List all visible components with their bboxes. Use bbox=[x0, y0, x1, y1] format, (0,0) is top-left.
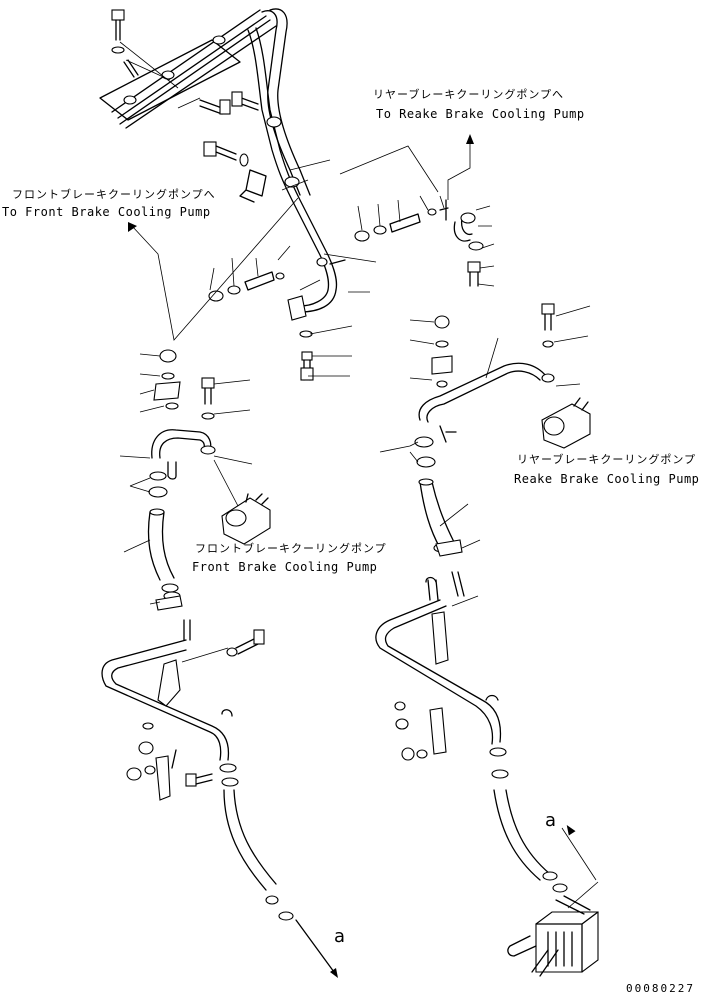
rear-pump-en-label-top: To Reake Brake Cooling Pump bbox=[376, 107, 585, 121]
rear-lower-frame bbox=[375, 571, 599, 977]
rear-pump-fitting-cluster bbox=[354, 199, 484, 287]
front-pump-jp-label-top: フロントブレーキクーリングポンプへ bbox=[12, 188, 216, 201]
front-pump-en-label: Front Brake Cooling Pump bbox=[192, 560, 378, 574]
rear-pump-jp-label-top: リヤーブレーキクーリングポンプへ bbox=[373, 88, 565, 101]
leader-lines bbox=[119, 41, 495, 377]
front-pump-line bbox=[119, 349, 271, 611]
front-pump-en-label-top: To Front Brake Cooling Pump bbox=[2, 205, 211, 219]
reference-a-right: a bbox=[545, 810, 557, 831]
rear-pump-jp-label: リヤーブレーキクーリングポンプ bbox=[517, 453, 697, 466]
drawing-number: 00080227 bbox=[626, 982, 695, 995]
front-pump-jp-label: フロントブレーキクーリングポンプ bbox=[195, 542, 387, 555]
rear-pump-line bbox=[379, 303, 591, 557]
rear-pump-en-label: Reake Brake Cooling Pump bbox=[514, 472, 700, 486]
front-lower-frame bbox=[101, 619, 338, 978]
top-tube-bundle bbox=[99, 8, 346, 381]
reference-a-left: a bbox=[334, 926, 346, 947]
